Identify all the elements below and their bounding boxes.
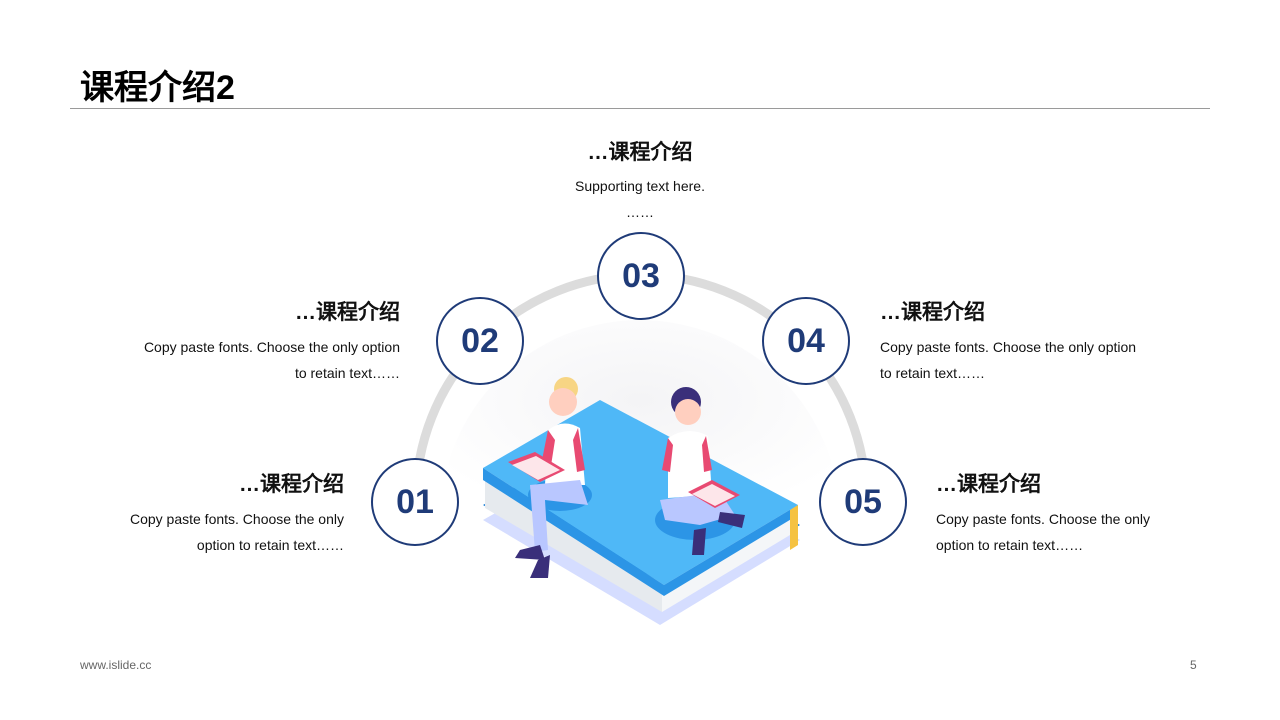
- item-04-text-line1: Copy paste fonts. Choose the only option: [880, 339, 1137, 355]
- node-02: 02: [436, 297, 524, 385]
- item-01-text-line2: option to retain text……: [196, 537, 344, 553]
- item-03-title: …课程介绍: [587, 141, 693, 164]
- item-04-text-line2: to retain text……: [880, 365, 986, 381]
- footer-url: www.islide.cc: [80, 658, 152, 672]
- item-02-text: Copy paste fonts. Choose the only option…: [100, 334, 400, 386]
- item-02-title: …课程介绍: [295, 301, 400, 324]
- item-04-title: …课程介绍: [880, 301, 985, 324]
- item-01-title: …课程介绍: [239, 473, 344, 496]
- item-02-text-line2: to retain text……: [294, 365, 400, 381]
- item-03-text: Supporting text here. ……: [490, 173, 790, 225]
- item-05-text-line2: option to retain text……: [936, 537, 1084, 553]
- node-04: 04: [762, 297, 850, 385]
- page-number: 5: [1190, 658, 1197, 672]
- boy-reading-illustration: [660, 387, 745, 555]
- item-01-text-line1: Copy paste fonts. Choose the only: [129, 511, 344, 527]
- item-05-text-line1: Copy paste fonts. Choose the only: [936, 511, 1151, 527]
- item-03-text-line2: ……: [626, 204, 654, 220]
- title-divider: [70, 108, 1210, 109]
- item-04-text: Copy paste fonts. Choose the only option…: [880, 334, 1180, 386]
- node-05: 05: [819, 458, 907, 546]
- girl-reading-illustration: [508, 377, 588, 578]
- item-02-text-line1: Copy paste fonts. Choose the only option: [143, 339, 400, 355]
- item-03-text-line1: Supporting text here.: [575, 178, 705, 194]
- node-03: 03: [597, 232, 685, 320]
- item-01-text: Copy paste fonts. Choose the only option…: [64, 506, 344, 558]
- item-05-text: Copy paste fonts. Choose the only option…: [936, 506, 1216, 558]
- page-title: 课程介绍2: [80, 69, 235, 107]
- item-05-title: …课程介绍: [936, 473, 1041, 496]
- node-01: 01: [371, 458, 459, 546]
